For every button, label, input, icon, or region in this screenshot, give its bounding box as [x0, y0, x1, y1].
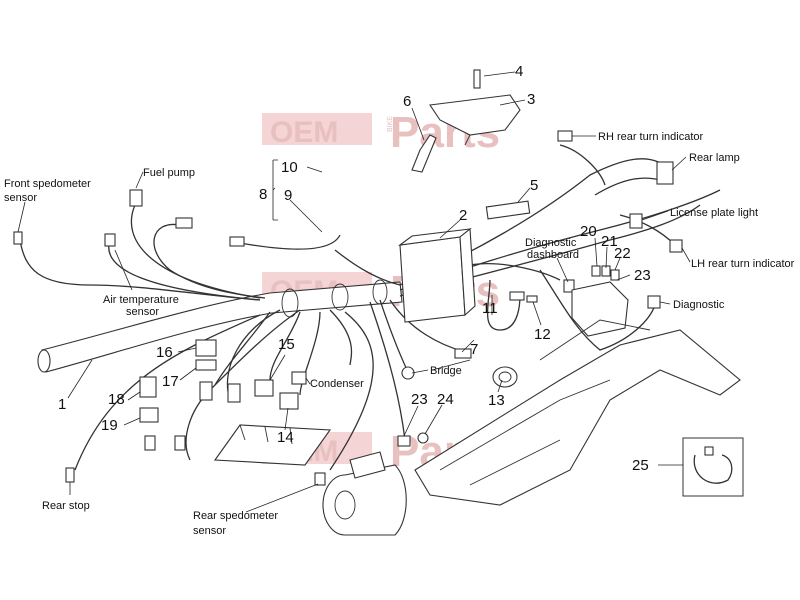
label-rear-lamp: Rear lamp — [689, 152, 740, 164]
callout-16: 16 — [156, 344, 173, 361]
fuse-box — [571, 265, 629, 337]
label-air-temperature-sensor-1: Air temperature — [103, 294, 179, 306]
callout-3: 3 — [527, 91, 535, 108]
label-front-speedometer-sensor-2: sensor — [4, 192, 37, 204]
callout-10: 10 — [281, 159, 298, 176]
callout-7: 7 — [470, 341, 478, 358]
callout-6: 6 — [403, 93, 411, 110]
callout-24: 24 — [437, 391, 454, 408]
label-front-speedometer-sensor-1: Front spedometer — [4, 178, 91, 190]
callout-12: 12 — [534, 326, 551, 343]
plug-socket — [492, 366, 518, 388]
watermark-brand: OEM — [270, 116, 338, 149]
small-parts — [397, 291, 538, 447]
label-rear-speedometer-sensor-1: Rear spedometer — [193, 510, 278, 522]
callout-17: 17 — [162, 373, 179, 390]
leader-lines — [17, 71, 691, 513]
starter-motor — [322, 451, 407, 536]
callout-23-left: 23 — [411, 391, 428, 408]
callout-13: 13 — [488, 392, 505, 409]
callout-9: 9 — [284, 187, 292, 204]
label-condenser: Condenser — [310, 378, 364, 390]
battery-cover-bracket — [411, 69, 521, 173]
connectors — [13, 130, 683, 486]
main-harness-sheath — [37, 279, 403, 373]
callout-23-right: 23 — [634, 267, 651, 284]
callout-20: 20 — [580, 223, 597, 240]
callout-4: 4 — [515, 63, 523, 80]
label-lh-rear-turn-indicator: LH rear turn indicator — [691, 258, 795, 270]
callout-2: 2 — [459, 207, 467, 224]
label-rear-speedometer-sensor-2: sensor — [193, 525, 226, 537]
callout-1: 1 — [58, 396, 66, 413]
battery — [397, 227, 476, 323]
cable-clamp-box — [682, 437, 744, 497]
label-license-plate-light: License plate light — [670, 207, 758, 219]
label-air-temperature-sensor-2: sensor — [126, 306, 159, 318]
callout-11: 11 — [482, 300, 498, 317]
callout-18: 18 — [108, 391, 125, 408]
callout-5: 5 — [530, 177, 538, 194]
label-diagnostic-dashboard-2: dashboard — [527, 249, 579, 261]
callout-25: 25 — [632, 457, 649, 474]
callout-22: 22 — [614, 245, 631, 262]
callout-19: 19 — [101, 417, 118, 434]
label-bridge: Bridge — [430, 365, 462, 377]
watermark-small: BIKE — [387, 116, 394, 132]
label-rear-stop: Rear stop — [42, 500, 90, 512]
label-diagnostic: Diagnostic — [673, 299, 725, 311]
plate — [485, 200, 531, 220]
callout-21: 21 — [601, 233, 618, 250]
label-fuel-pump: Fuel pump — [143, 167, 195, 179]
callout-8: 8 — [259, 186, 267, 203]
label-diagnostic-dashboard-1: Diagnostic — [525, 237, 577, 249]
label-rh-rear-turn-indicator: RH rear turn indicator — [598, 131, 703, 143]
callout-14: 14 — [277, 429, 294, 446]
callout-15: 15 — [278, 336, 295, 353]
rear-frame-tray — [414, 319, 741, 506]
relay-base — [213, 424, 332, 466]
